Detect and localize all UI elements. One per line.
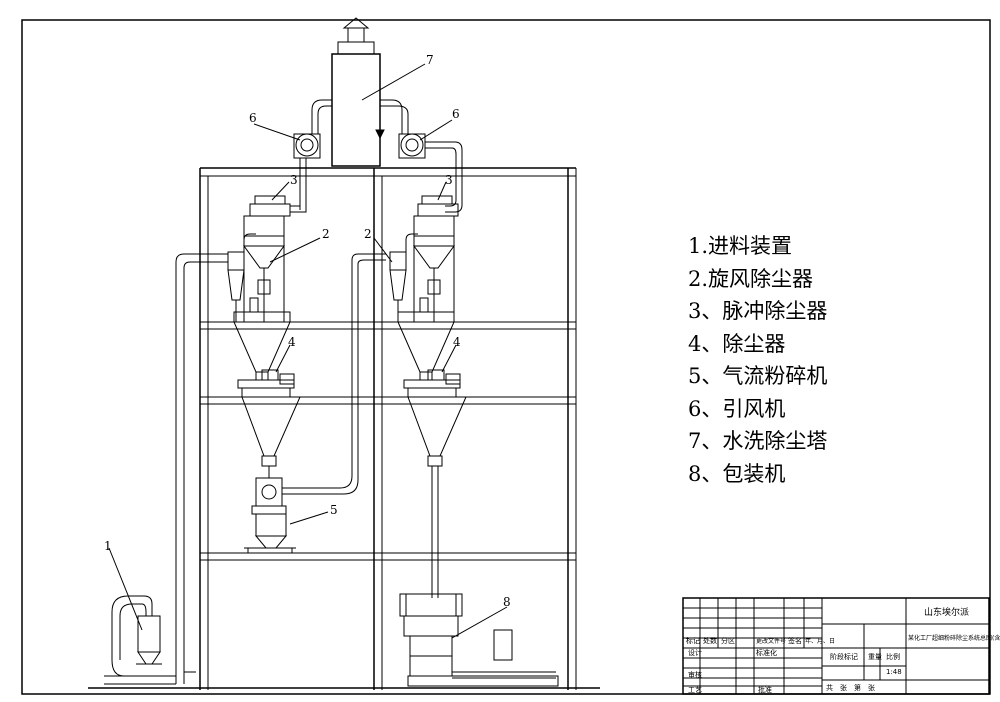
rev-header-zone: 分区 bbox=[721, 636, 735, 645]
callout-6-left: 6 bbox=[249, 111, 257, 125]
cyclone-left bbox=[227, 233, 256, 322]
legend-item-3: 3、脉冲除尘器 bbox=[688, 299, 828, 323]
scale-value: 1:48 bbox=[886, 668, 902, 676]
legend-item-1: 1.进料装置 bbox=[688, 234, 793, 258]
callout-labels: 1 2 2 3 3 4 4 5 6 6 7 8 bbox=[104, 53, 511, 609]
process-label: 工艺 bbox=[688, 686, 702, 694]
hopper-right-upper bbox=[397, 311, 455, 381]
weight-label: 重量 bbox=[868, 653, 882, 661]
rev-header-mark: 标记 bbox=[686, 636, 700, 645]
callout-7: 7 bbox=[426, 53, 434, 67]
callout-3-left: 3 bbox=[290, 173, 298, 187]
legend-item-7: 7、水洗除尘塔 bbox=[688, 429, 828, 453]
building-frame bbox=[88, 167, 600, 690]
design-label: 设计 bbox=[688, 648, 702, 657]
rev-header-doc: 更改文件号 bbox=[756, 637, 786, 645]
stage-label: 阶段标记 bbox=[830, 652, 858, 661]
approve-label: 批准 bbox=[758, 685, 772, 694]
feed-pipe bbox=[175, 253, 228, 684]
standard-label: 标准化 bbox=[756, 648, 777, 657]
legend-item-5: 5、气流粉碎机 bbox=[688, 364, 828, 388]
dust-collector-right bbox=[403, 369, 467, 598]
packing-machine bbox=[399, 593, 559, 687]
rev-header-count: 处数 bbox=[703, 636, 717, 645]
legend-item-2: 2.旋风除尘器 bbox=[688, 266, 814, 291]
feeding-device bbox=[104, 595, 176, 685]
callout-2-right: 2 bbox=[364, 227, 372, 241]
callout-6-right: 6 bbox=[452, 107, 460, 121]
rev-header-sign: 签名 bbox=[788, 636, 802, 645]
callout-5: 5 bbox=[330, 503, 338, 517]
washing-tower bbox=[331, 17, 385, 167]
callout-4-left: 4 bbox=[288, 335, 296, 349]
company-name: 山东埃尔派 bbox=[924, 606, 969, 618]
callout-3-right: 3 bbox=[445, 173, 453, 187]
callout-leaders bbox=[108, 63, 508, 639]
rev-header-date: 年、月、日 bbox=[805, 637, 835, 645]
drawing-title: 某化工厂超细粉碎除尘系统总图(含安装尺寸) bbox=[908, 634, 1000, 642]
callout-8: 8 bbox=[503, 595, 511, 609]
jet-mill bbox=[244, 253, 386, 553]
sheets-label: 共 张 第 张 bbox=[826, 683, 875, 692]
dust-collector-left bbox=[237, 369, 301, 478]
scale-label: 比例 bbox=[886, 652, 900, 661]
callout-2-left: 2 bbox=[322, 227, 330, 241]
legend-item-4: 4、除尘器 bbox=[688, 331, 786, 356]
legend-item-6: 6、引风机 bbox=[688, 396, 786, 421]
title-block-lines bbox=[682, 597, 990, 695]
review-label: 审核 bbox=[688, 670, 702, 679]
legend-item-8: 8、包装机 bbox=[688, 461, 786, 486]
component-legend: 1.进料装置 2.旋风除尘器 3、脉冲除尘器 4、除尘器 5、气流粉碎机 6、引… bbox=[688, 230, 827, 490]
fan-left bbox=[293, 99, 332, 210]
sheet-border bbox=[21, 19, 991, 695]
callout-4-right: 4 bbox=[453, 335, 461, 349]
fan-right bbox=[380, 99, 463, 213]
pulse-collector-left bbox=[243, 195, 307, 322]
pulse-collector-right bbox=[413, 195, 459, 322]
callout-1: 1 bbox=[104, 539, 112, 553]
